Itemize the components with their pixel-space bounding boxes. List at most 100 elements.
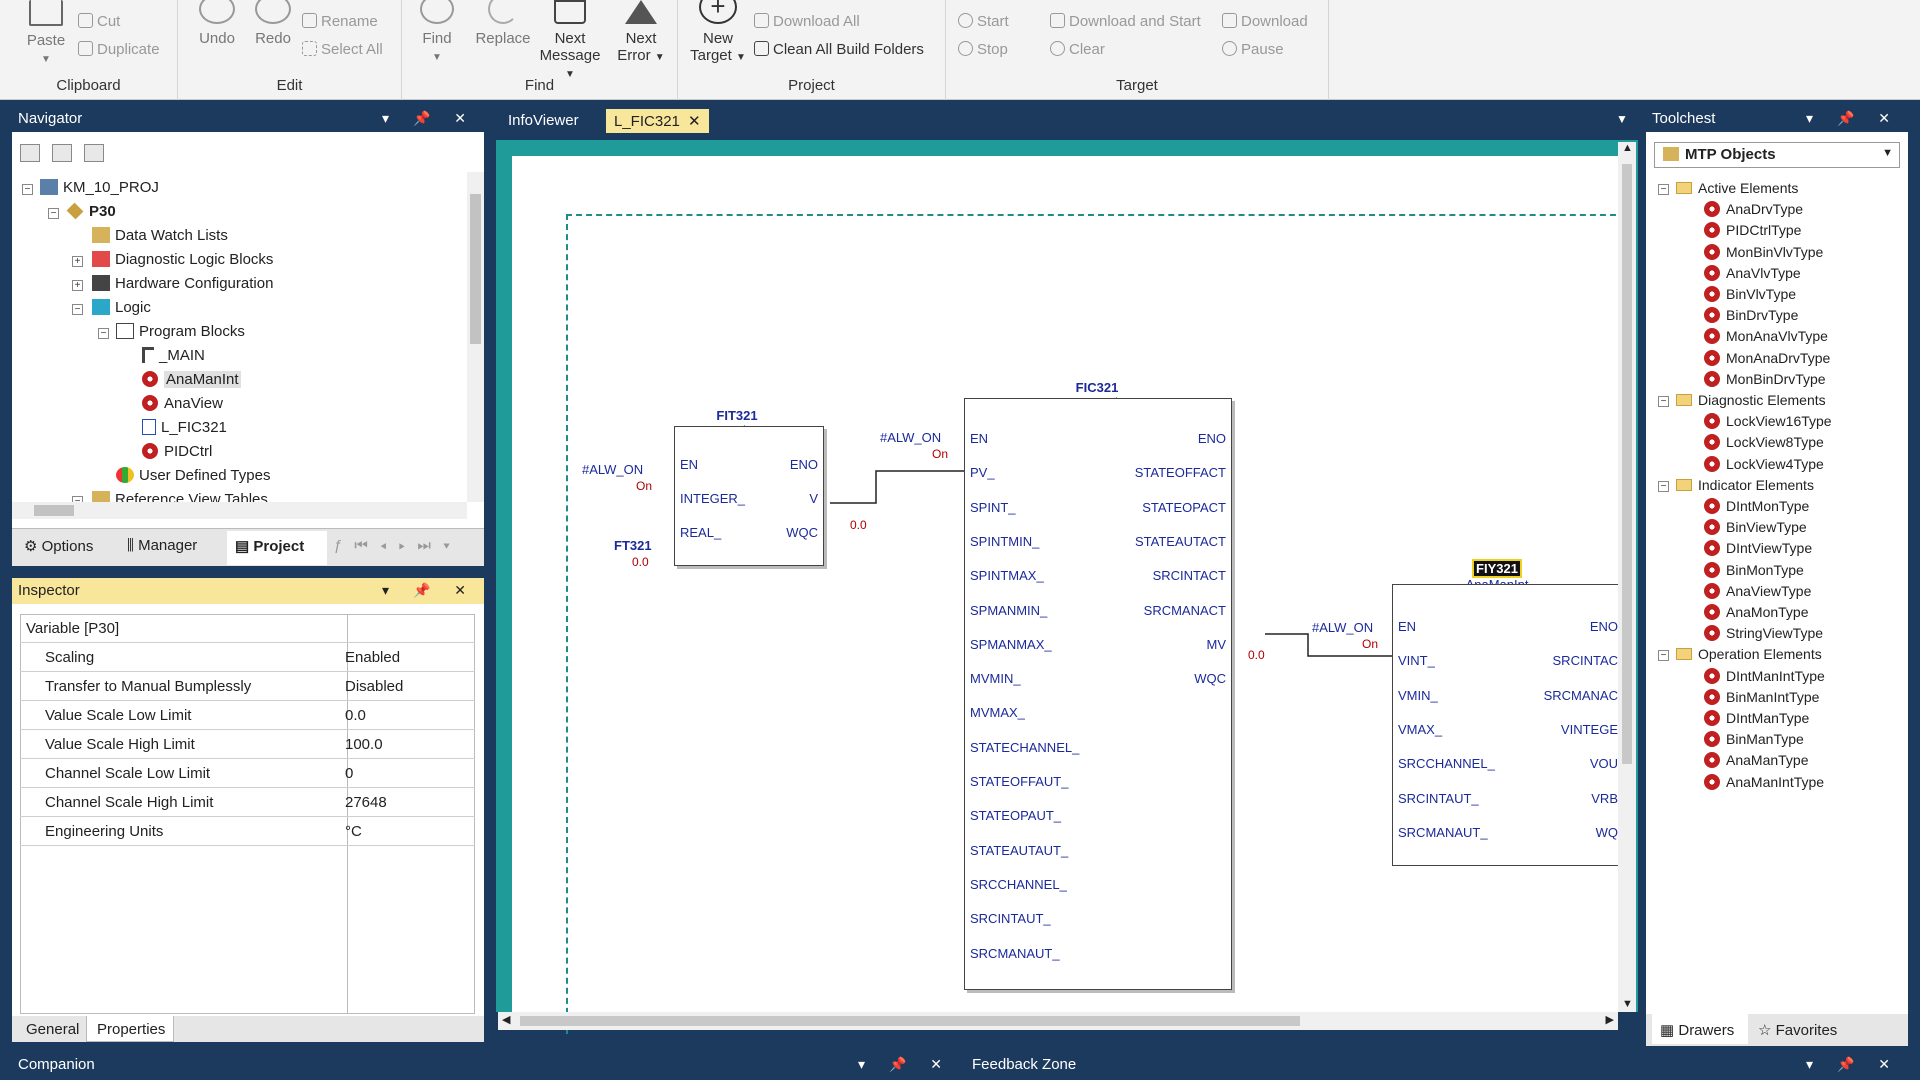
editor-vscroll-thumb[interactable] [1622,164,1632,764]
fit321-block[interactable]: EN INTEGER_ REAL_ ENO V WQC [674,426,824,566]
tree-view-icon[interactable] [20,144,40,162]
tab-options[interactable]: ⚙ Options [24,537,93,555]
scroll-right-icon[interactable]: ▶ [1605,1014,1614,1026]
pin-input[interactable]: STATEOPAUT_ [970,808,1062,824]
list-view-icon[interactable] [84,144,105,162]
pin-wqc[interactable]: WQC [786,525,818,540]
inspector-window-controls[interactable]: ▾ 📌 ✕ [382,582,476,598]
next-error-button[interactable]: Next Error ▼ [610,0,672,66]
tree-item-hardware[interactable]: Hardware Configuration [92,275,273,292]
property-value[interactable]: Enabled [345,649,401,666]
toolchest-item[interactable]: DIntManIntType [1704,667,1825,684]
toolchest-item[interactable]: AnaDrvType [1704,201,1803,218]
download-and-start-button[interactable]: Download and Start [1050,13,1201,30]
toolchest-item[interactable]: AnaMonType [1704,604,1809,620]
toolchest-item[interactable]: PIDCtrlType [1704,222,1801,239]
wire-fic-mv-to-fiy-vint[interactable] [1265,633,1394,657]
download-button[interactable]: Download [1222,13,1308,30]
clear-button[interactable]: Clear [1050,41,1105,58]
tree-item-anamanint[interactable]: AnaManInt [142,371,241,388]
pin-input[interactable]: SPINT_ [970,499,1016,515]
toolchest-item[interactable]: BinDrvType [1704,307,1798,324]
tree-item-udt[interactable]: User Defined Types [116,467,270,484]
toolchest-item[interactable]: MonAnaVlvType [1704,328,1828,345]
toolchest-item[interactable]: AnaViewType [1704,582,1811,599]
paste-button[interactable]: Paste▼ [22,0,70,68]
pin-output[interactable]: STATEAUTACT [1135,533,1226,549]
companion-panel-header[interactable]: Companion ▾ 📌 ✕ [12,1052,960,1080]
expander-refview[interactable]: − [72,496,83,502]
feedback-window-controls[interactable]: ▾ 📌 ✕ [1806,1056,1900,1072]
download-all-button[interactable]: Download All [754,13,860,30]
expander-program-blocks[interactable]: − [98,328,109,339]
toolchest-group[interactable]: Diagnostic Elements [1676,392,1826,408]
stop-button[interactable]: Stop [958,41,1008,58]
tab-l-fic321[interactable]: L_FIC321 ✕ [606,109,709,133]
tab-manager[interactable]: ⫼ Manager [127,537,197,554]
toolchest-item[interactable]: MonAnaDrvType [1704,349,1830,366]
toolchest-item[interactable]: StringViewType [1704,625,1823,642]
editor-hscroll-thumb[interactable] [520,1016,1300,1026]
pin-input[interactable]: STATEOFFAUT_ [970,774,1069,789]
pin-en[interactable]: EN [680,457,699,472]
toolchest-item[interactable]: LockView4Type [1704,455,1824,472]
pin-input[interactable]: SRCMANAUT_ [1398,824,1488,840]
pin-input[interactable]: SRCINTAUT_ [1398,790,1479,806]
block-tag[interactable]: FIC321 [1075,380,1119,395]
pin-output[interactable]: MV [1206,636,1227,652]
pin-integer[interactable]: INTEGER_ [680,491,746,506]
cut-button[interactable]: Cut [78,13,120,30]
pin-output[interactable]: VRB [1591,790,1618,806]
tab-infoviewer[interactable]: InfoViewer [500,109,587,133]
pause-button[interactable]: Pause [1222,41,1284,58]
pin-output[interactable]: ENO [1197,431,1226,446]
block-tag[interactable]: FIT321 [716,408,758,423]
pin-v[interactable]: V [809,491,818,506]
signal-alw-on[interactable]: #ALW_ON [1312,620,1374,635]
undo-button[interactable]: Undo [192,0,242,47]
signal-ft321[interactable]: FT321 [614,538,652,553]
pin-input[interactable]: VMIN_ [1398,687,1438,703]
pin-output[interactable]: VOU [1589,756,1618,772]
toolchest-window-controls[interactable]: ▾ 📌 ✕ [1806,110,1900,126]
expander-diag[interactable]: + [72,256,83,267]
pin-input[interactable]: MVMAX_ [970,705,1025,721]
pin-input[interactable]: MVMIN_ [970,671,1021,687]
replace-button[interactable]: Replace [472,0,534,47]
tree-item-reference-view[interactable]: Reference View Tables [92,491,268,502]
toolchest-item[interactable]: LockView8Type [1704,434,1824,451]
toolchest-item[interactable]: DIntMonType [1704,498,1809,514]
pin-input[interactable]: SRCMANAUT_ [970,945,1060,961]
tab-project[interactable]: ▤ Project [227,531,327,565]
pin-output[interactable]: SRCINTACT [1152,568,1226,584]
expander-group[interactable]: − [1658,396,1669,407]
new-target-button[interactable]: + New Target ▼ [686,0,750,66]
redo-button[interactable]: Redo [248,0,298,47]
expander-root[interactable]: − [22,184,33,195]
property-value[interactable]: 100.0 [345,736,383,753]
property-value[interactable]: 0.0 [345,707,366,724]
pin-input[interactable]: EN [970,431,989,446]
companion-window-controls[interactable]: ▾ 📌 ✕ [858,1056,952,1072]
pin-output[interactable]: WQ [1595,824,1618,840]
start-button[interactable]: Start [958,13,1009,30]
signal-alw-on[interactable]: #ALW_ON [880,430,942,445]
property-value[interactable]: 0 [345,765,354,782]
pin-input[interactable]: SPINTMAX_ [970,568,1044,584]
tree-item-data-watch[interactable]: Data Watch Lists [92,227,228,244]
tab-general[interactable]: General [20,1018,84,1042]
tree-item-logic[interactable]: Logic [92,299,151,316]
property-value[interactable]: 27648 [345,794,387,811]
navigator-vscroll-thumb[interactable] [470,194,481,344]
pin-output[interactable]: SRCINTAC [1552,653,1618,669]
block-tag[interactable]: FIY321 [1472,559,1522,578]
close-icon[interactable]: ✕ [688,113,701,130]
next-message-button[interactable]: Next Message ▼ [534,0,606,83]
inspector-row[interactable]: Engineering Units°C [20,817,475,846]
editor-hscroll[interactable]: ◀ ▶ [498,1012,1618,1030]
select-all-button[interactable]: Select All [302,41,383,58]
toolchest-item[interactable]: DIntManType [1704,710,1809,726]
